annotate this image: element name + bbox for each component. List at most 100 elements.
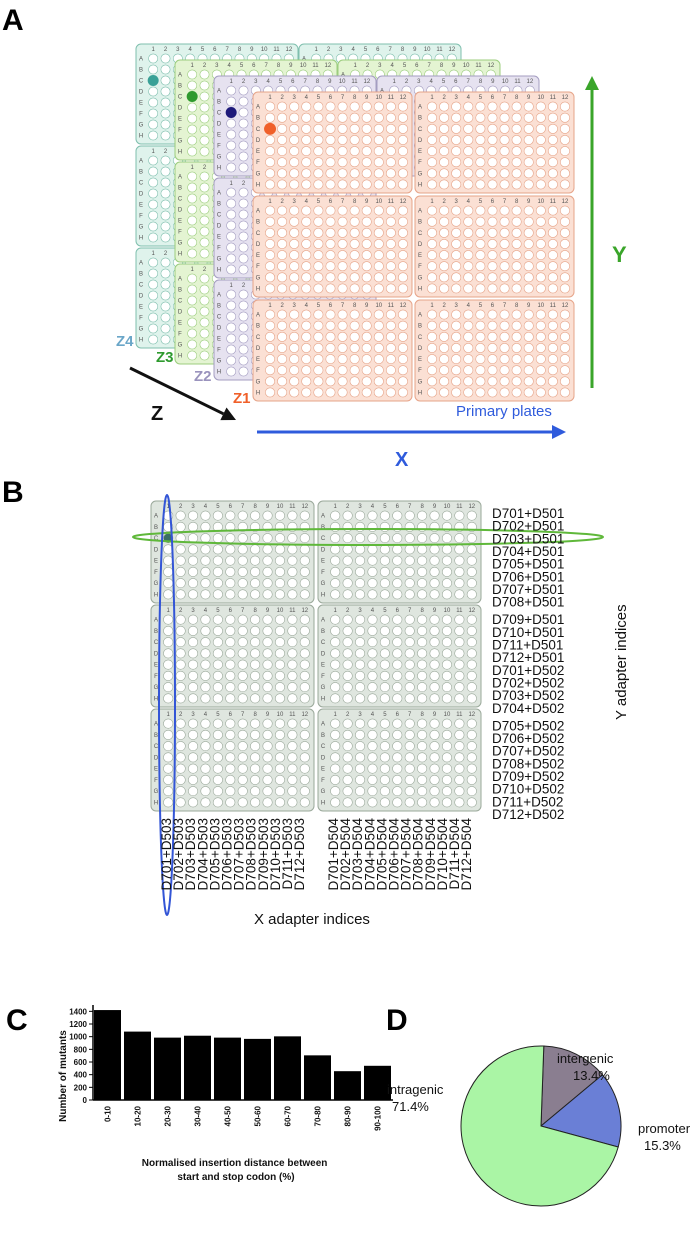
plate-row-label: F <box>178 332 182 338</box>
well <box>325 272 336 283</box>
bar-chart-y-tick-label: 1400 <box>69 1007 87 1016</box>
well <box>200 729 211 740</box>
well <box>187 295 198 306</box>
well <box>385 250 396 261</box>
well <box>385 283 396 294</box>
plate-col-label: 8 <box>253 608 257 614</box>
plate-row-label: H <box>154 696 158 702</box>
well <box>379 521 390 532</box>
plate-row-label: F <box>321 570 325 576</box>
well <box>499 101 510 112</box>
bar-category-label: 20-30 <box>164 1105 173 1126</box>
plate-col-label: 4 <box>351 47 355 53</box>
well <box>226 333 237 344</box>
well <box>397 227 408 238</box>
well <box>454 614 465 625</box>
well <box>287 544 298 555</box>
well <box>175 797 186 808</box>
plate-row-label: A <box>418 105 422 111</box>
plate-col-label: 11 <box>456 608 463 614</box>
well <box>454 625 465 636</box>
well <box>439 376 450 387</box>
well <box>349 227 360 238</box>
well <box>475 283 486 294</box>
well <box>175 533 186 544</box>
well <box>367 566 378 577</box>
well <box>451 101 462 112</box>
well <box>199 204 210 215</box>
well <box>349 309 360 320</box>
well <box>262 741 273 752</box>
well <box>265 238 276 249</box>
well <box>451 146 462 157</box>
well <box>148 155 159 166</box>
well <box>475 112 486 123</box>
well <box>417 729 428 740</box>
well <box>301 134 312 145</box>
plate-col-label: 6 <box>291 79 295 85</box>
well <box>349 146 360 157</box>
y-index-label: D701+D501 <box>492 506 564 521</box>
well <box>237 670 248 681</box>
well <box>499 216 510 227</box>
well <box>466 729 477 740</box>
plate-row-label: B <box>321 525 325 531</box>
well <box>523 376 534 387</box>
well <box>466 648 477 659</box>
well <box>274 589 285 600</box>
well <box>523 250 534 261</box>
well <box>547 365 558 376</box>
x-index-label: D702+D504 <box>338 818 353 891</box>
well <box>511 101 522 112</box>
well <box>511 365 522 376</box>
y-index-label: D709+D501 <box>492 612 564 627</box>
well <box>188 637 199 648</box>
well <box>313 342 324 353</box>
well <box>313 123 324 134</box>
well <box>187 328 198 339</box>
well <box>225 670 236 681</box>
well <box>342 763 353 774</box>
well <box>429 729 440 740</box>
well <box>523 157 534 168</box>
well <box>361 205 372 216</box>
plate-row-label: D <box>321 547 326 553</box>
well <box>301 168 312 179</box>
well <box>441 670 452 681</box>
well <box>237 693 248 704</box>
y-index-label: D712+D501 <box>492 650 564 665</box>
well <box>385 261 396 272</box>
well <box>342 578 353 589</box>
well <box>451 123 462 134</box>
plate-col-label: 12 <box>400 95 407 101</box>
plate-row-label: D <box>217 122 222 128</box>
well <box>475 261 486 272</box>
well <box>250 670 261 681</box>
arrow-head <box>552 425 566 439</box>
well <box>265 168 276 179</box>
plate-row-label: H <box>178 252 182 258</box>
y-axis-label: Y <box>612 242 627 267</box>
well <box>523 168 534 179</box>
well <box>361 320 372 331</box>
well <box>287 533 298 544</box>
well <box>427 112 438 123</box>
well <box>337 134 348 145</box>
plate-col-label: 10 <box>444 504 451 510</box>
well <box>287 729 298 740</box>
well <box>499 123 510 134</box>
well <box>487 227 498 238</box>
plate-col-label: 12 <box>301 608 308 614</box>
plate-col-label: 11 <box>388 303 395 309</box>
bar-category-label: 40-50 <box>224 1105 233 1126</box>
well <box>274 648 285 659</box>
well <box>361 227 372 238</box>
well <box>238 253 249 264</box>
plate-row-label: F <box>418 160 422 166</box>
well <box>226 300 237 311</box>
plate-col-label: 4 <box>305 199 309 205</box>
well <box>466 682 477 693</box>
plate-col-label: 12 <box>562 303 569 309</box>
plate-col-label: 3 <box>293 199 297 205</box>
well <box>559 283 570 294</box>
